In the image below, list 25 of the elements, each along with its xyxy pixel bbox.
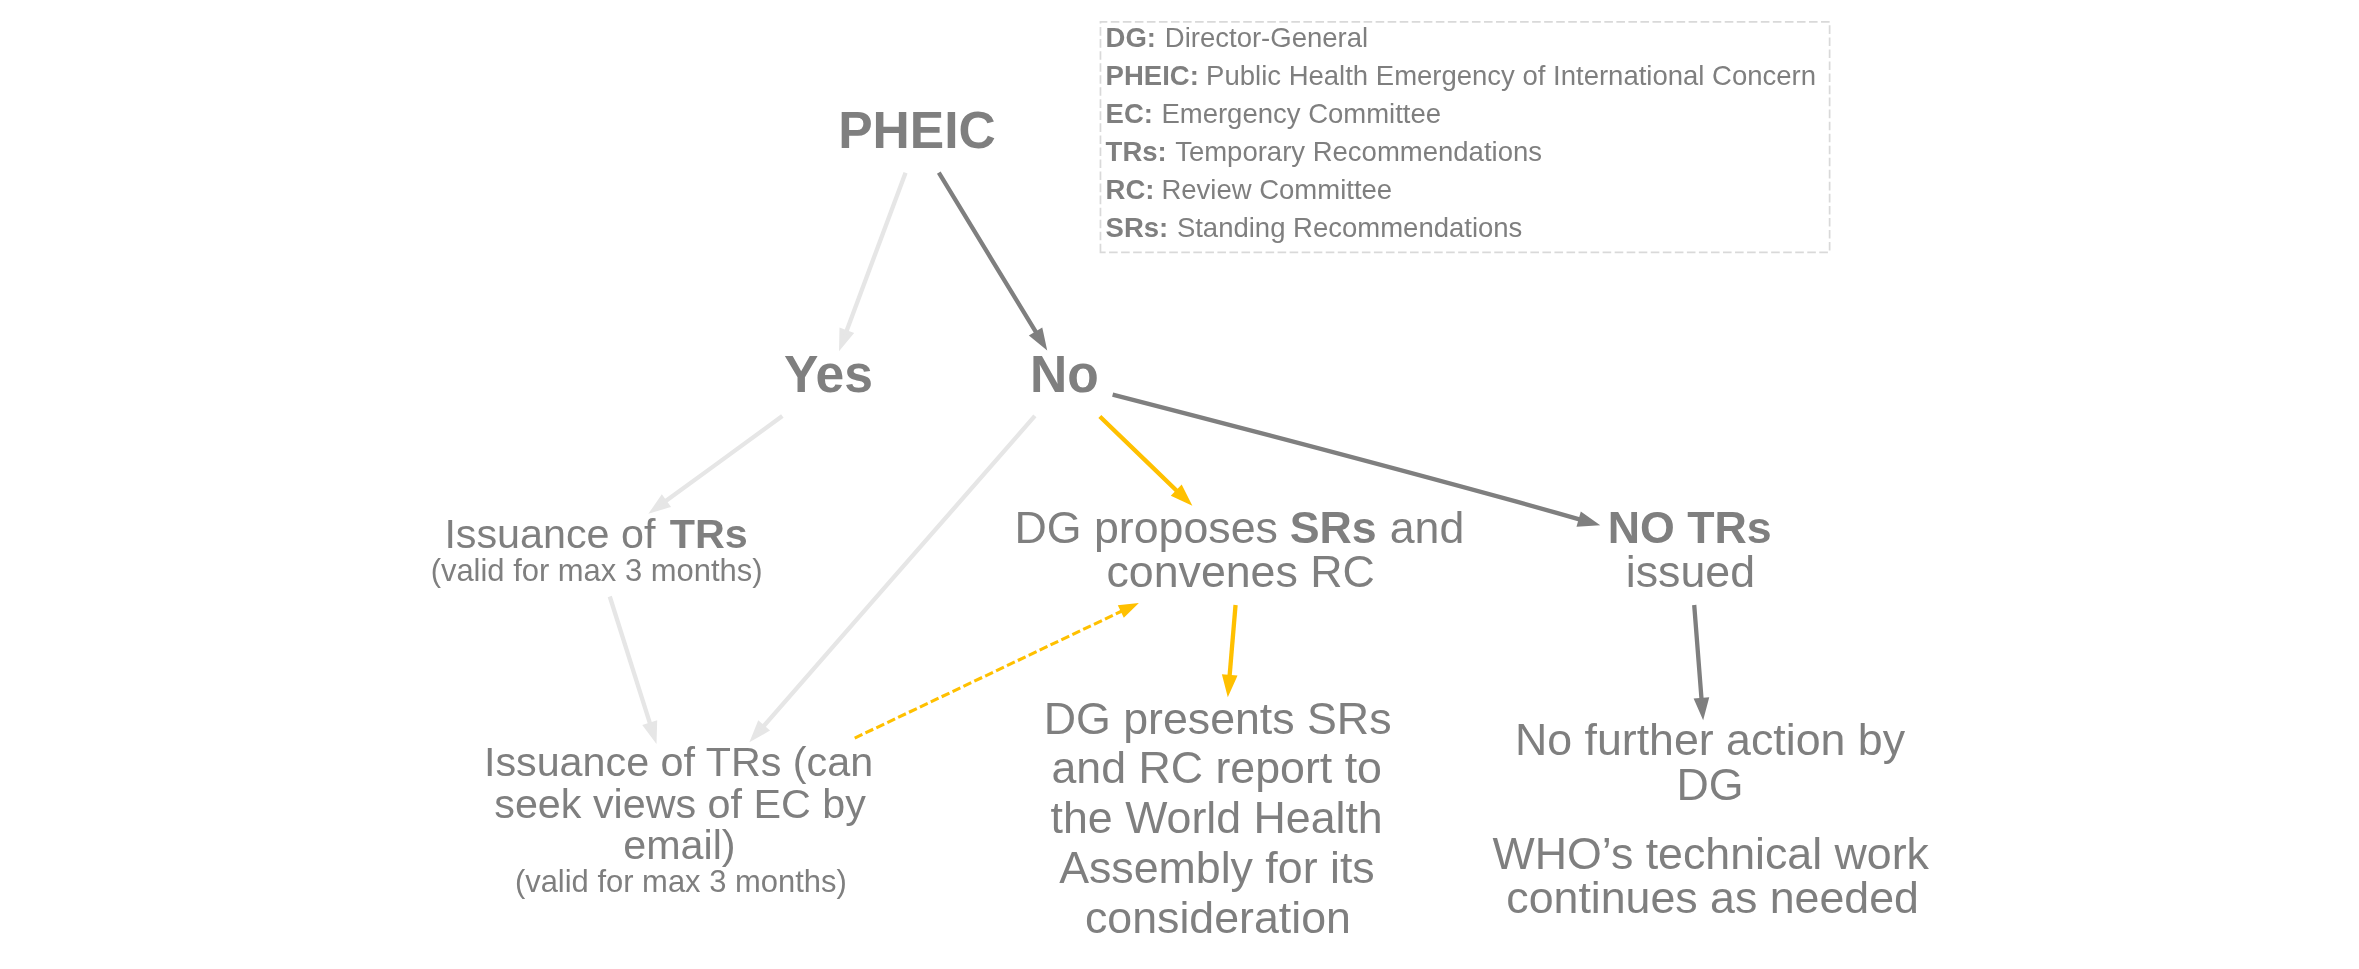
- node-text: NO TRs issued: [1607, 502, 1772, 597]
- label: SRs: Standing Recommendations: [1105, 211, 1522, 243]
- arrow: [647, 414, 784, 514]
- arrow: [1097, 414, 1192, 506]
- node-text: No: [1029, 344, 1099, 403]
- label: RC: Review Committee: [1105, 173, 1392, 205]
- label: TRs: Temporary Recommendations: [1105, 135, 1542, 167]
- arrow: [1221, 604, 1238, 698]
- node-text: No further action by DG WHO’s technical work continues as needed: [1492, 715, 1929, 923]
- node-text: Yes: [783, 344, 873, 403]
- node-text: PHEIC: [837, 101, 996, 160]
- node-text: Issuance of TRs (can seek views of EC by email) (valid for max 3 months): [483, 739, 873, 899]
- arrow: [607, 595, 657, 744]
- node-text: Issuance of TRs (valid for max 3 months): [430, 511, 762, 589]
- label: PHEIC: Public Health Emergency of International Concern: [1105, 60, 1816, 92]
- node-text: DG presents SRs and RC report to the World Health Assembly for its consideration: [1043, 693, 1392, 942]
- arrow: [1691, 604, 1709, 721]
- node-text: DG proposes SRs and convenes RC: [1013, 502, 1464, 597]
- arrow: [1111, 392, 1600, 527]
- arrow: [936, 171, 1047, 351]
- label: DG: Director-General: [1105, 22, 1368, 54]
- arrow: [853, 602, 1139, 740]
- arrow: [748, 414, 1036, 743]
- label: EC: Emergency Committee: [1105, 98, 1441, 130]
- arrow: [838, 171, 908, 352]
